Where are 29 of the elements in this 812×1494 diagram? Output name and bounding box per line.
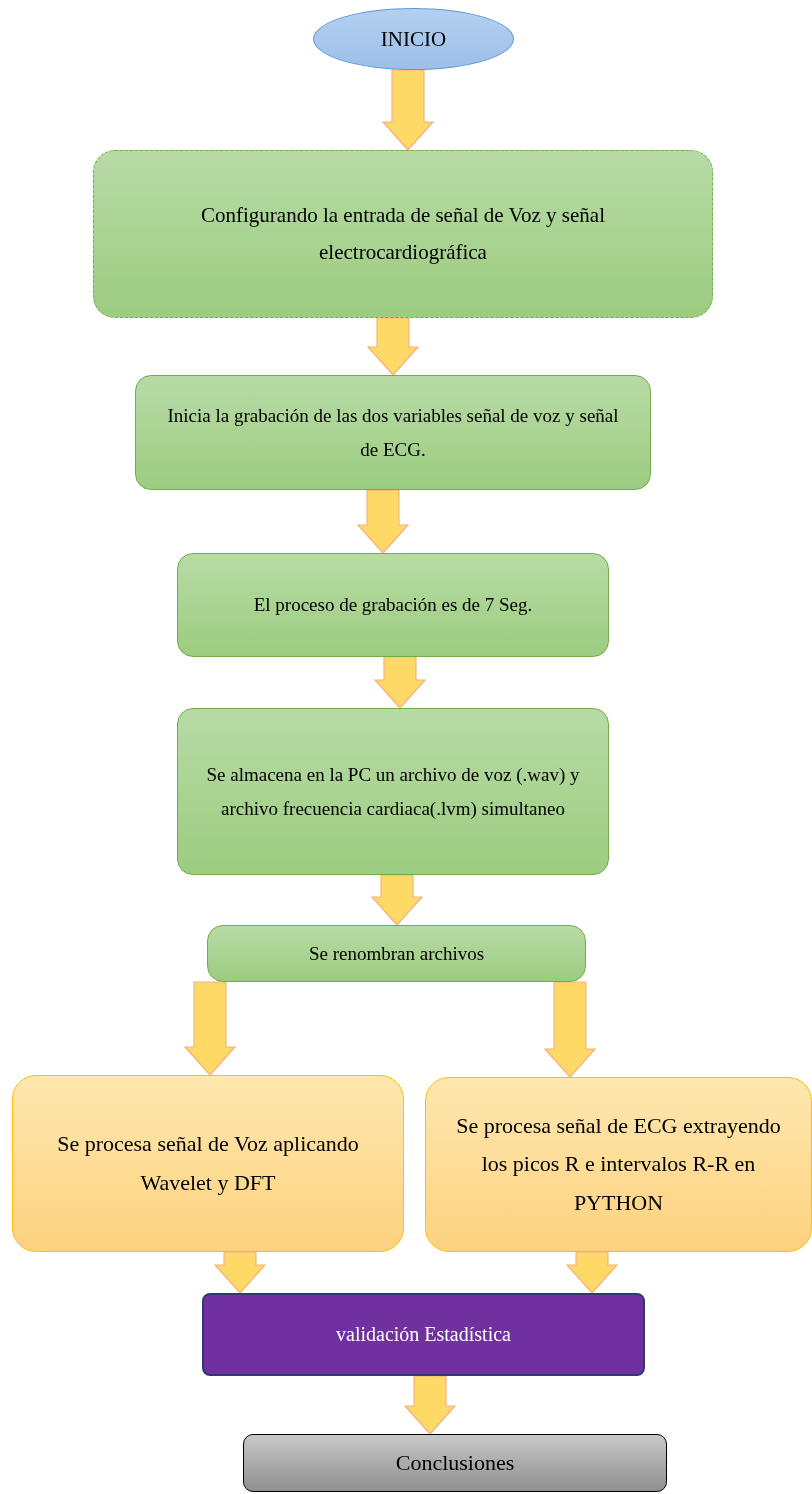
node-text: Se renombran archivos bbox=[308, 941, 485, 966]
node-text: Se almacena en la PC un archivo de voz (.wav) y archivo frecuencia cardiaca(.lvm) simultaneo bbox=[205, 763, 581, 821]
process-box bbox=[177, 553, 609, 657]
node-text: Conclusiones bbox=[395, 1448, 515, 1477]
process-box bbox=[425, 1077, 812, 1252]
process-box bbox=[12, 1075, 404, 1252]
block-arrow bbox=[381, 69, 435, 151]
block-arrow bbox=[370, 874, 424, 926]
process-box bbox=[177, 708, 609, 875]
node-text: INICIO bbox=[380, 25, 447, 53]
node-text: Se procesa señal de Voz aplicando Wavelet y DFT bbox=[56, 1130, 360, 1197]
process-box bbox=[135, 375, 651, 490]
process-box bbox=[243, 1434, 667, 1492]
node-text: El proceso de grabación es de 7 Seg. bbox=[253, 593, 533, 618]
process-box bbox=[207, 925, 586, 982]
block-arrow bbox=[565, 1251, 619, 1294]
block-arrow bbox=[213, 1251, 267, 1294]
block-arrow bbox=[403, 1375, 457, 1435]
block-arrow bbox=[543, 981, 597, 1078]
block-arrow bbox=[183, 981, 237, 1076]
block-arrow bbox=[366, 317, 420, 376]
block-arrow bbox=[373, 656, 427, 709]
node-text: Se procesa señal de ECG extrayendo los picos R e intervalos R-R en PYTHON bbox=[455, 1111, 782, 1217]
node-text: validación Estadística bbox=[336, 1322, 511, 1347]
block-arrow bbox=[356, 489, 410, 554]
node-text: Inicia la grabación de las dos variables señal de voz y señal de ECG. bbox=[166, 404, 620, 462]
node-text: Configurando la entrada de señal de Voz y señal electrocardiográfica bbox=[200, 202, 606, 266]
process-box bbox=[93, 150, 713, 318]
process-box bbox=[202, 1293, 645, 1376]
